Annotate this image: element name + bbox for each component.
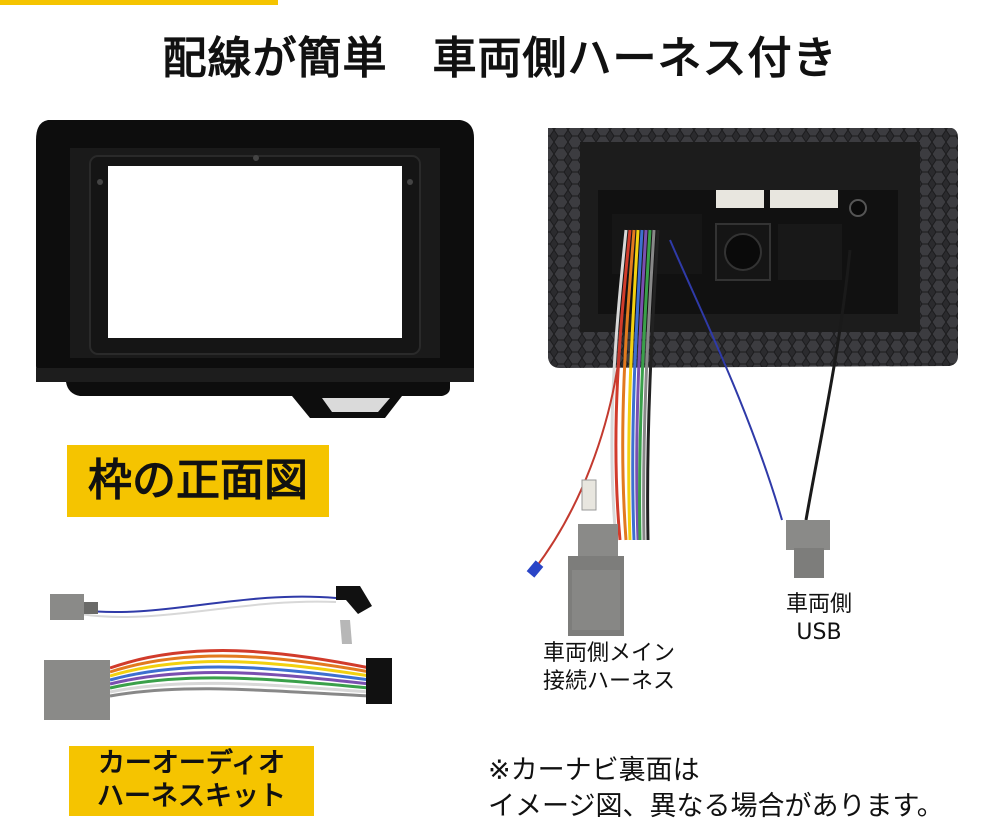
harness-wires-image xyxy=(526,229,852,578)
audio-kit-label-line2: ハーネスキット xyxy=(97,781,286,812)
top-accent-bar xyxy=(0,0,278,5)
audio-kit-label: カーオーディオ ハーネスキット xyxy=(69,746,314,816)
usb-callout: 車両側 USB xyxy=(774,591,864,647)
usb-callout-line2: USB xyxy=(796,620,842,645)
audio-kit-harness-image xyxy=(44,586,392,720)
audio-kit-label-line1: カーオーディオ xyxy=(97,748,286,779)
main-connector-image xyxy=(568,524,624,636)
usb-connector-image xyxy=(786,520,830,578)
front-view-label: 枠の正面図 xyxy=(67,445,329,517)
main-harness-callout-line1: 車両側メイン xyxy=(543,641,676,666)
image-note: ※カーナビ裏面は イメージ図、異なる場合があります。 xyxy=(488,753,944,825)
main-harness-callout-line2: 接続ハーネス xyxy=(543,669,676,694)
page-title: 配線が簡単 車両側ハーネス付き xyxy=(162,33,838,84)
usb-callout-line1: 車両側 xyxy=(785,592,852,617)
note-line1: ※カーナビ裏面は xyxy=(488,755,700,786)
main-harness-callout: 車両側メイン 接続ハーネス xyxy=(543,640,675,696)
frame-front-image xyxy=(36,120,474,418)
note-line2: イメージ図、異なる場合があります。 xyxy=(488,791,944,822)
